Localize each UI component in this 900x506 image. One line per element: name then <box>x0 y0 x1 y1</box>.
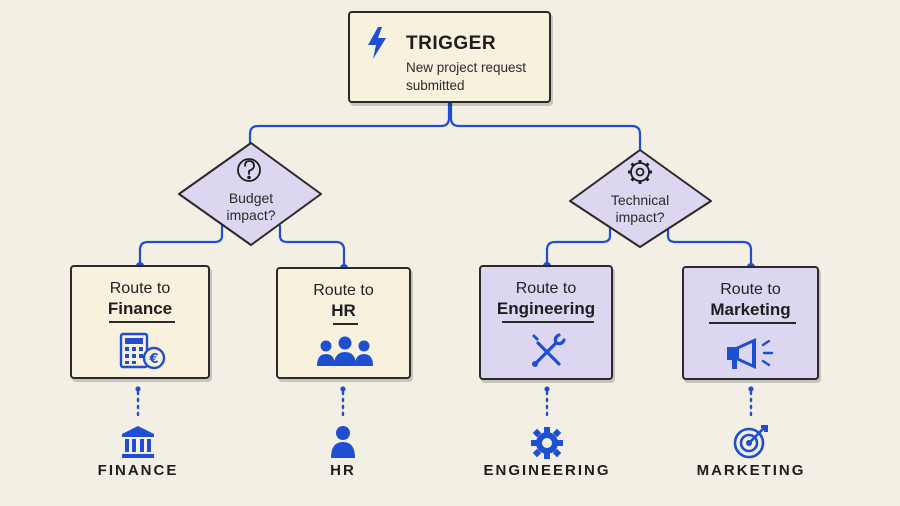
target-icon <box>733 425 768 459</box>
lightning-bolt-icon <box>368 27 386 59</box>
decision-budget-diamond <box>178 142 322 246</box>
route-department: HR <box>331 301 356 320</box>
destination-label-finance: FINANCE <box>97 462 179 479</box>
decision-budget-label: Budget impact? <box>226 190 276 223</box>
connector-budget-hr <box>278 224 346 270</box>
trigger-description: New project request submitted <box>406 60 527 93</box>
route-card-finance: Route to Finance € <box>70 265 210 379</box>
trigger-card: TRIGGER New project request submitted <box>348 11 551 103</box>
gear-icon <box>628 160 652 184</box>
svg-text:€: € <box>148 352 158 367</box>
route-card-engineering: Route to Engineering <box>479 265 613 380</box>
route-department: Marketing <box>710 300 791 319</box>
destination-label-hr: HR <box>330 462 356 479</box>
connector-tech-eng <box>545 224 612 268</box>
department-underline <box>502 321 594 323</box>
wrench-screwdriver-icon <box>532 333 566 367</box>
route-card-hr: Route to HR <box>276 267 411 379</box>
destination-label-marketing: MARKETING <box>696 462 806 479</box>
gear-icon <box>531 427 563 459</box>
bank-building-icon <box>122 426 154 458</box>
department-underline <box>709 322 796 324</box>
route-prefix: Route to <box>515 280 577 297</box>
connector-budget-finance <box>138 224 224 268</box>
route-prefix: Route to <box>313 282 374 299</box>
calculator-euro-icon: € <box>119 332 166 370</box>
trigger-title: TRIGGER <box>406 33 497 54</box>
department-underline <box>109 321 175 323</box>
decision-technical-label: Technical impact? <box>610 192 670 225</box>
route-card-marketing: Route to Marketing <box>682 266 819 380</box>
department-underline <box>333 323 358 325</box>
connector-trigger-right <box>449 101 642 158</box>
route-department: Finance <box>107 299 173 318</box>
person-icon <box>331 426 355 458</box>
people-group-icon <box>317 336 373 366</box>
megaphone-icon <box>727 338 774 369</box>
route-prefix: Route to <box>720 281 781 298</box>
route-department: Engineering <box>496 299 596 318</box>
question-mark-icon <box>237 158 261 182</box>
decision-technical-diamond <box>569 149 712 248</box>
destination-label-engineering: ENGINEERING <box>483 462 611 479</box>
connector-tech-mkt <box>666 224 753 269</box>
connector-trigger-left <box>248 101 451 152</box>
route-prefix: Route to <box>109 280 171 297</box>
